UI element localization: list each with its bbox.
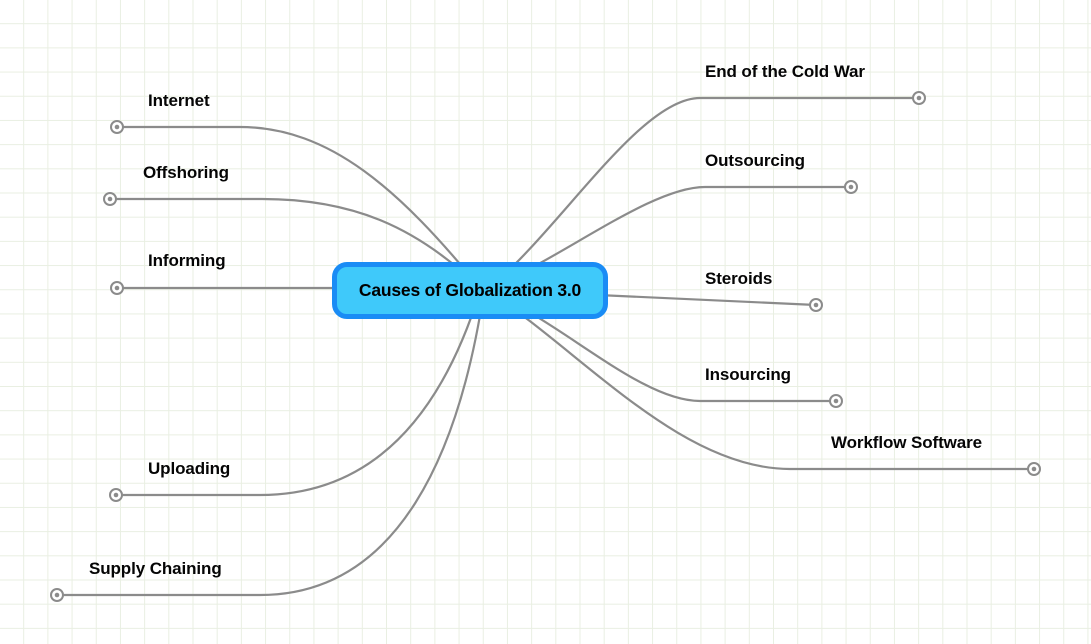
branch-endpoint-dot-steroids: [813, 302, 819, 308]
branch-endpoint-icon-outsourcing[interactable]: [844, 180, 858, 194]
branch-end-of-the-cold-war[interactable]: [487, 91, 926, 290]
branch-endpoint-icon-internet[interactable]: [110, 120, 124, 134]
branch-endpoint-icon-offshoring[interactable]: [103, 192, 117, 206]
branch-endpoint-dot-informing: [114, 285, 120, 291]
branch-endpoint-dot-end-of-the-cold-war: [916, 95, 922, 101]
branch-endpoint-dot-internet: [114, 124, 120, 130]
central-node[interactable]: Causes of Globalization 3.0: [332, 262, 608, 319]
branch-endpoint-dot-uploading: [113, 492, 119, 498]
branch-endpoint-dot-offshoring: [107, 196, 113, 202]
branch-endpoint-icon-steroids[interactable]: [809, 298, 823, 312]
branch-label-outsourcing[interactable]: Outsourcing: [705, 151, 805, 170]
central-node-label: Causes of Globalization 3.0: [358, 280, 582, 300]
branch-label-end-of-the-cold-war[interactable]: End of the Cold War: [705, 62, 865, 81]
branch-line-end-of-the-cold-war: [487, 96, 921, 290]
branch-endpoint-dot-supply-chaining: [54, 592, 60, 598]
branch-label-workflow-software[interactable]: Workflow Software: [831, 433, 983, 452]
branch-endpoint-dot-workflow-software: [1031, 466, 1037, 472]
branch-label-uploading[interactable]: Uploading: [148, 459, 231, 478]
branch-label-insourcing[interactable]: Insourcing: [705, 365, 791, 384]
branch-endpoint-icon-informing[interactable]: [110, 281, 124, 295]
branch-label-offshoring[interactable]: Offshoring: [143, 163, 229, 182]
branch-endpoint-dot-outsourcing: [848, 184, 854, 190]
branch-endpoint-icon-supply-chaining[interactable]: [50, 588, 64, 602]
branch-label-informing[interactable]: Informing: [148, 251, 226, 270]
branch-supply-chaining[interactable]: [50, 289, 486, 602]
branch-label-steroids[interactable]: Steroids: [705, 269, 773, 288]
branch-line-supply-chaining: [55, 289, 486, 597]
branch-label-internet[interactable]: Internet: [148, 91, 210, 110]
branch-endpoint-icon-insourcing[interactable]: [829, 394, 843, 408]
branch-endpoint-icon-workflow-software[interactable]: [1027, 462, 1041, 476]
branch-endpoint-dot-insourcing: [833, 398, 839, 404]
branch-endpoint-icon-uploading[interactable]: [109, 488, 123, 502]
branch-endpoint-icon-end-of-the-cold-war[interactable]: [912, 91, 926, 105]
branch-label-supply-chaining[interactable]: Supply Chaining: [89, 559, 222, 578]
